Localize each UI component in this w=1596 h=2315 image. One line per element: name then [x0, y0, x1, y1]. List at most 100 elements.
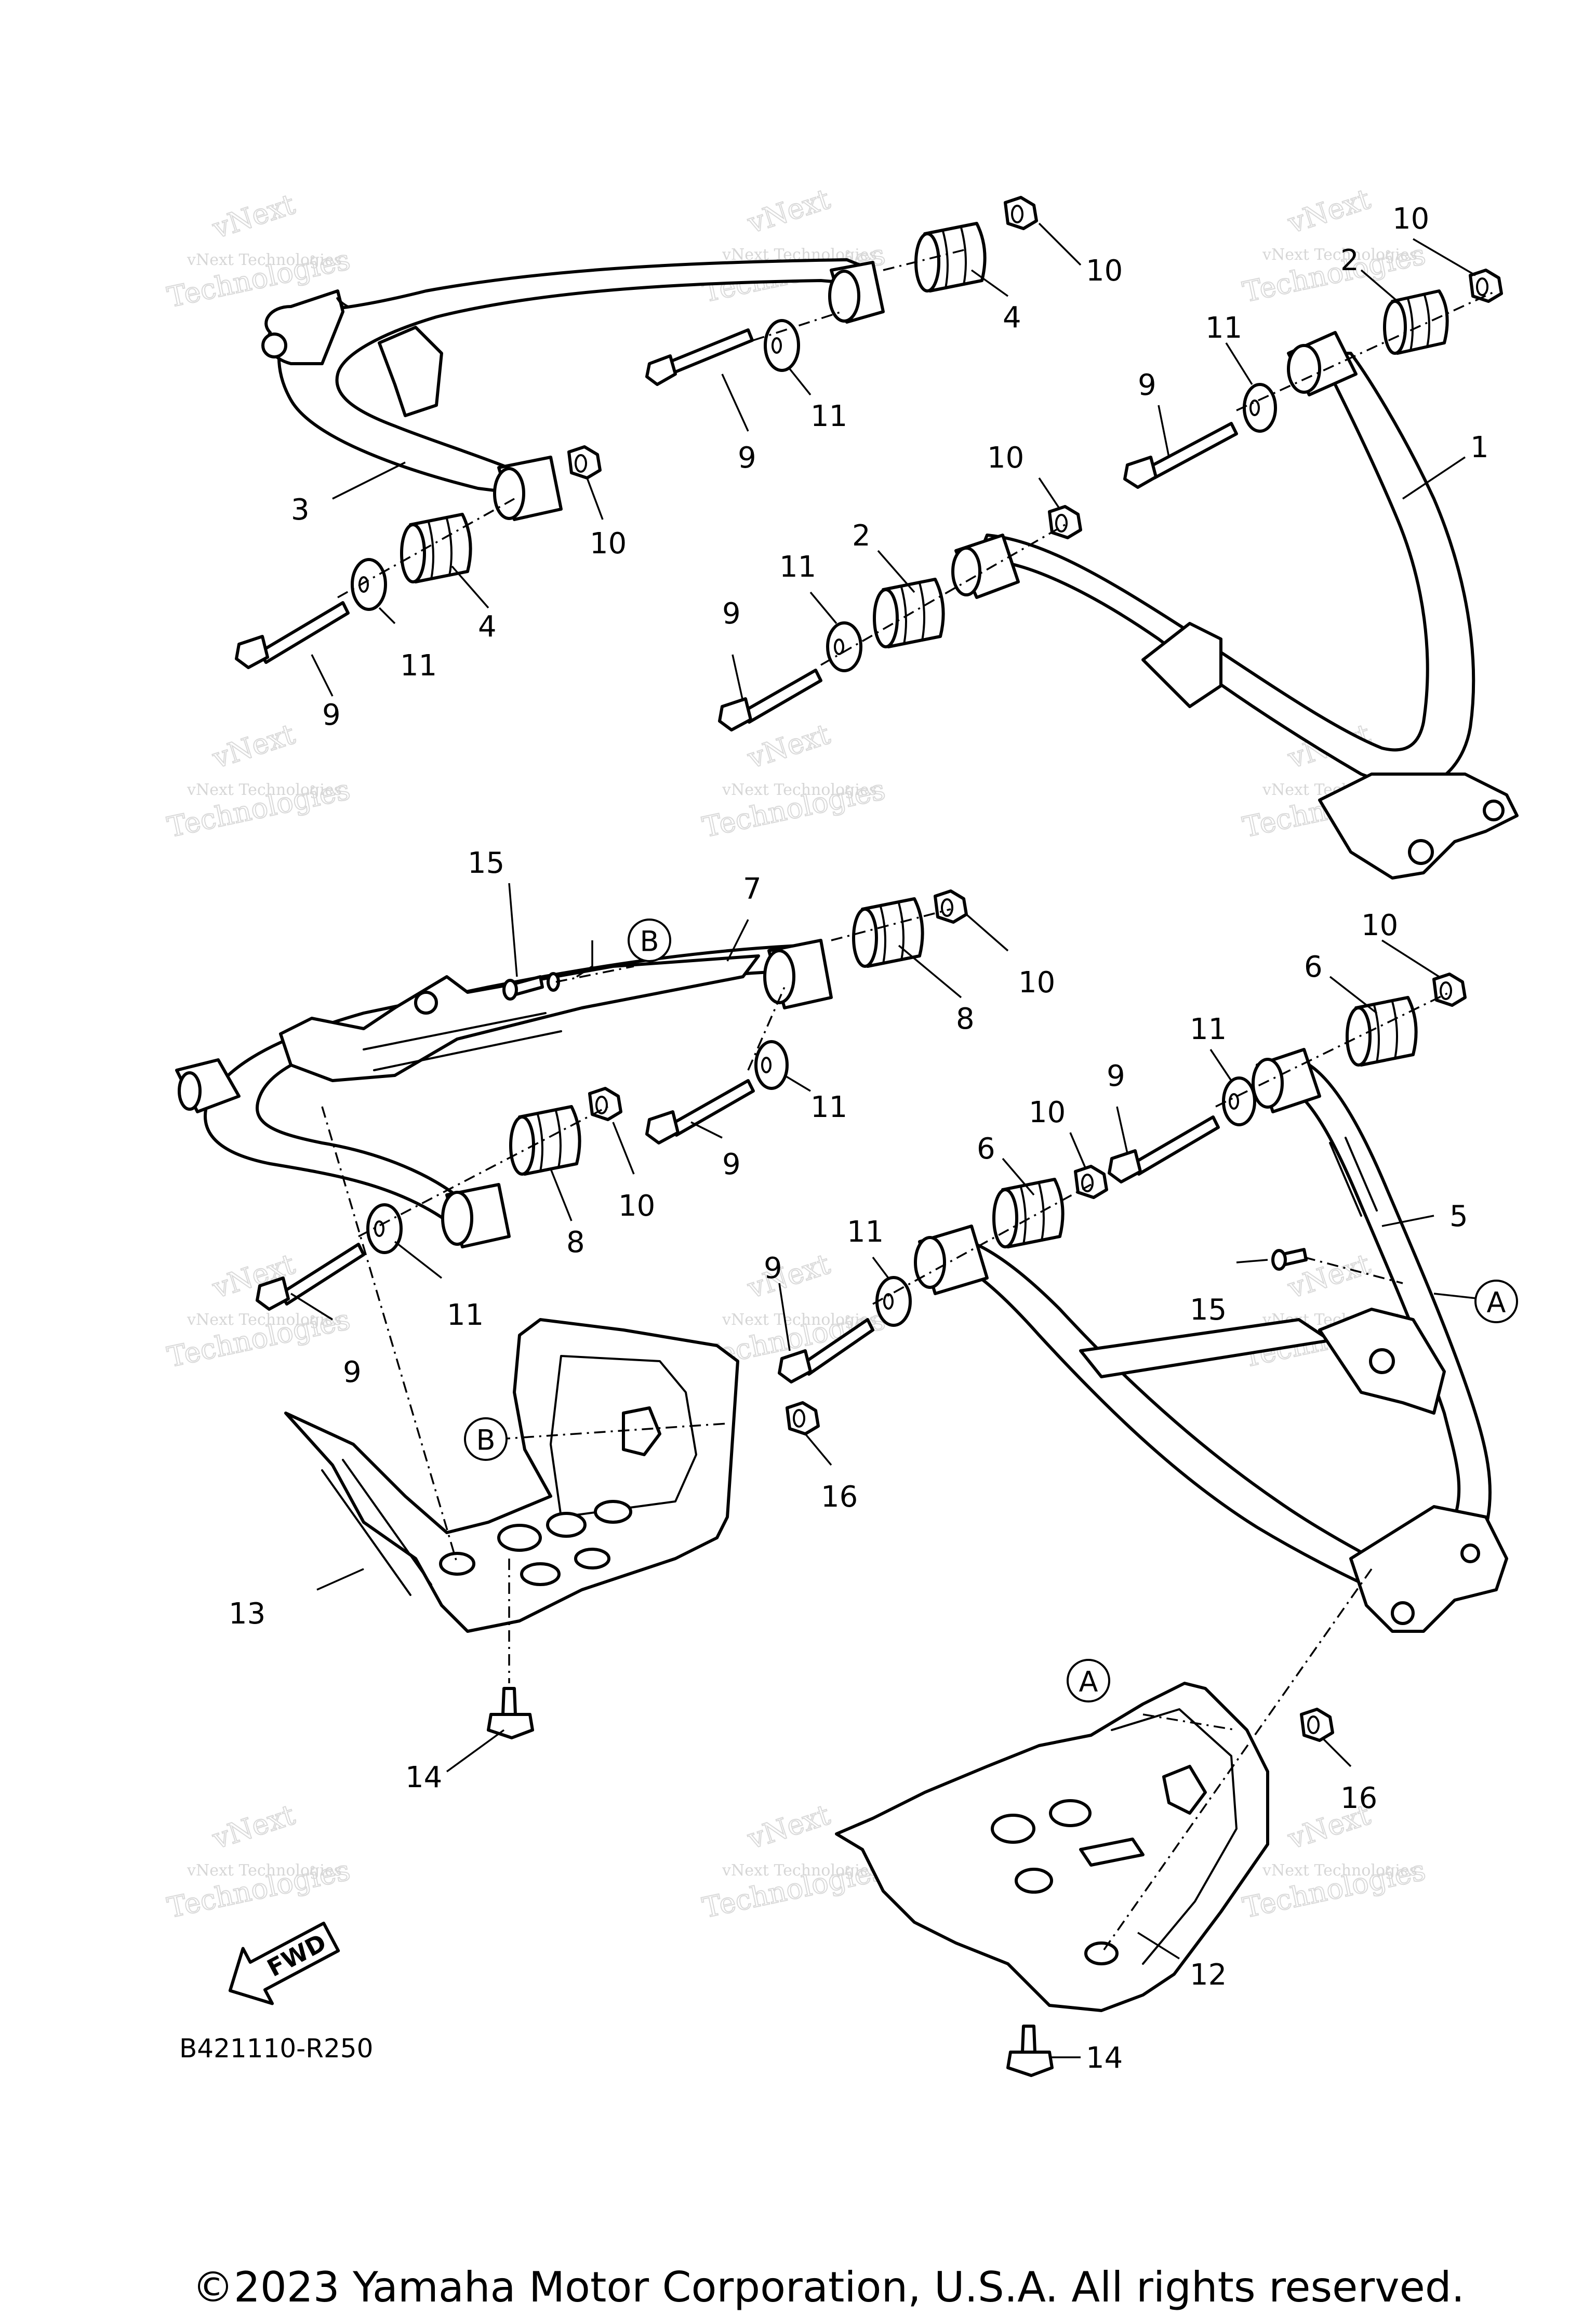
- bushing-8-low-end: [509, 1115, 535, 1176]
- leader-10-arm3: [586, 477, 604, 520]
- axis-line-7: [747, 987, 786, 1071]
- callout-9-topmid: 9: [738, 441, 756, 475]
- bushing-8-top-end: [852, 908, 878, 968]
- bushing-6-top: [1346, 996, 1418, 1067]
- callout-10-arm1: 10: [987, 441, 1024, 475]
- lower-arm-rear: [175, 939, 833, 1248]
- bolt-9-arm5-top-head: [1108, 1149, 1142, 1183]
- ref-mark-a-right-label: A: [1487, 1286, 1506, 1319]
- callout-2-mid: 2: [852, 519, 871, 553]
- washer-11-top-right: [1243, 383, 1277, 433]
- bolt-9-mid-shank: [741, 669, 822, 724]
- screw-14-right-head: [1006, 2051, 1054, 2077]
- washer-11-arm5-low: [875, 1276, 912, 1327]
- callout-12: 12: [1190, 1958, 1227, 1992]
- callout-8-low: 8: [566, 1226, 585, 1259]
- ref-mark-b-top: B: [628, 919, 671, 962]
- callout-3: 3: [291, 493, 310, 527]
- leader-8-top: [898, 944, 962, 999]
- arm3-body: [277, 258, 874, 511]
- bushing-8-low-ribs: [537, 1110, 562, 1173]
- callout-11-arm5low: 11: [847, 1215, 884, 1249]
- ref-mark-a-right: A: [1474, 1280, 1518, 1323]
- callout-11-arm7: 11: [810, 1090, 847, 1124]
- callout-10-arm7low: 10: [618, 1189, 655, 1223]
- watermark-small-5: vNext Technologies: [722, 781, 877, 799]
- callout-14-right: 14: [1086, 2041, 1123, 2075]
- guard-13-hole-1: [497, 1524, 542, 1552]
- arm3-front-boss-end: [828, 270, 860, 323]
- arm3-rear-boss-end: [493, 467, 525, 520]
- leader-4-left: [451, 565, 489, 609]
- reference-marks: B B A A: [464, 919, 1518, 1702]
- leader-9-topright: [1158, 405, 1170, 458]
- bushing-4-left-end: [400, 523, 426, 583]
- copyright-notice: ©2023 Yamaha Motor Corporation, U.S.A. A…: [192, 2263, 1465, 2311]
- leader-lines: [290, 222, 1481, 2058]
- callout-9-mid: 9: [722, 597, 741, 631]
- nut-10-top: [1004, 196, 1038, 230]
- callout-9-topright: 9: [1138, 368, 1156, 402]
- leader-11-topmid: [789, 368, 812, 396]
- callout-4-top: 4: [1003, 301, 1021, 335]
- arm5-gusset-hole: [1369, 1348, 1395, 1374]
- leader-12: [1137, 1932, 1180, 1960]
- washer-11-top-mid: [764, 319, 800, 372]
- guard-13-flange-lines: [321, 1459, 432, 1596]
- arm3-gusset: [378, 326, 443, 417]
- axis-line-12: [1100, 1568, 1373, 1954]
- nut-16-left: [786, 1401, 820, 1435]
- arm7-rib-lines: [363, 1012, 562, 1071]
- bushing-2-top: [1383, 289, 1449, 355]
- watermark-big-3: vNext: [1284, 182, 1375, 240]
- leader-9-arm5top: [1116, 1106, 1128, 1154]
- bushing-4-left-ribs: [428, 517, 453, 580]
- callout-11-mid: 11: [779, 550, 816, 584]
- upper-arm-rear: [261, 258, 885, 521]
- bushing-2-top-ribs: [1407, 294, 1430, 352]
- axis-line-14: [555, 965, 634, 983]
- arm1-rear-boss-end: [951, 547, 981, 596]
- guard-13-body: [284, 1318, 739, 1633]
- bushing-2-top-end: [1383, 300, 1407, 355]
- nut-10-arm1-body: [1048, 505, 1082, 539]
- ref-mark-b-top-circle: [628, 919, 671, 962]
- bolt-15-right-head: [1271, 1249, 1287, 1271]
- leader-9-arm7rear: [290, 1293, 333, 1321]
- leader-11-arm5low: [872, 1256, 889, 1279]
- watermark-big-2: vNext: [743, 182, 834, 240]
- nut-16-left-hole: [793, 1409, 805, 1428]
- nut-10-arm7-top-body: [934, 889, 968, 924]
- callout-9-left: 9: [322, 698, 341, 732]
- lower-arm-front: [914, 1048, 1508, 1633]
- callout-11-arm7rear: 11: [447, 1298, 484, 1332]
- nut-16-left-body: [786, 1401, 820, 1435]
- ref-mark-a-low-label: A: [1079, 1666, 1098, 1698]
- watermark-small-4: vNext Technologies: [187, 781, 342, 799]
- arm7-bracket-hole: [414, 991, 438, 1015]
- washer-11-arm7-hole: [761, 1057, 772, 1073]
- guard-12-hole-2: [1049, 1799, 1092, 1827]
- ref-mark-a-right-circle: [1474, 1280, 1518, 1323]
- watermark-big-8: vNext: [743, 1247, 834, 1305]
- arm3-pivot-hole: [261, 332, 287, 358]
- nut-10-arm1: [1048, 505, 1082, 539]
- guard-12-mount-hole: [1084, 1941, 1119, 1965]
- leader-15-left: [508, 883, 518, 977]
- watermark-small-10: vNext Technologies: [187, 1861, 342, 1880]
- bushing-4-top: [914, 222, 987, 292]
- arm5-lower-tube: [934, 1235, 1435, 1602]
- bolt-9-top-mid-head: [645, 354, 677, 386]
- bolt-9-top-mid-shank: [663, 328, 754, 376]
- callout-4-left: 4: [478, 610, 497, 644]
- leader-9-topmid: [721, 374, 749, 432]
- leader-11-arm5top: [1209, 1049, 1232, 1081]
- washer-11-arm7: [754, 1040, 789, 1090]
- guard-13-hole-4: [520, 1562, 561, 1586]
- bushing-6-mid-end: [992, 1188, 1018, 1248]
- nut-10-arm5-mid-body: [1074, 1165, 1108, 1199]
- forward-arrow: FWD: [228, 1921, 340, 2005]
- washer-11-top-mid-hole: [772, 337, 782, 354]
- guard-13-hole-2: [546, 1512, 587, 1538]
